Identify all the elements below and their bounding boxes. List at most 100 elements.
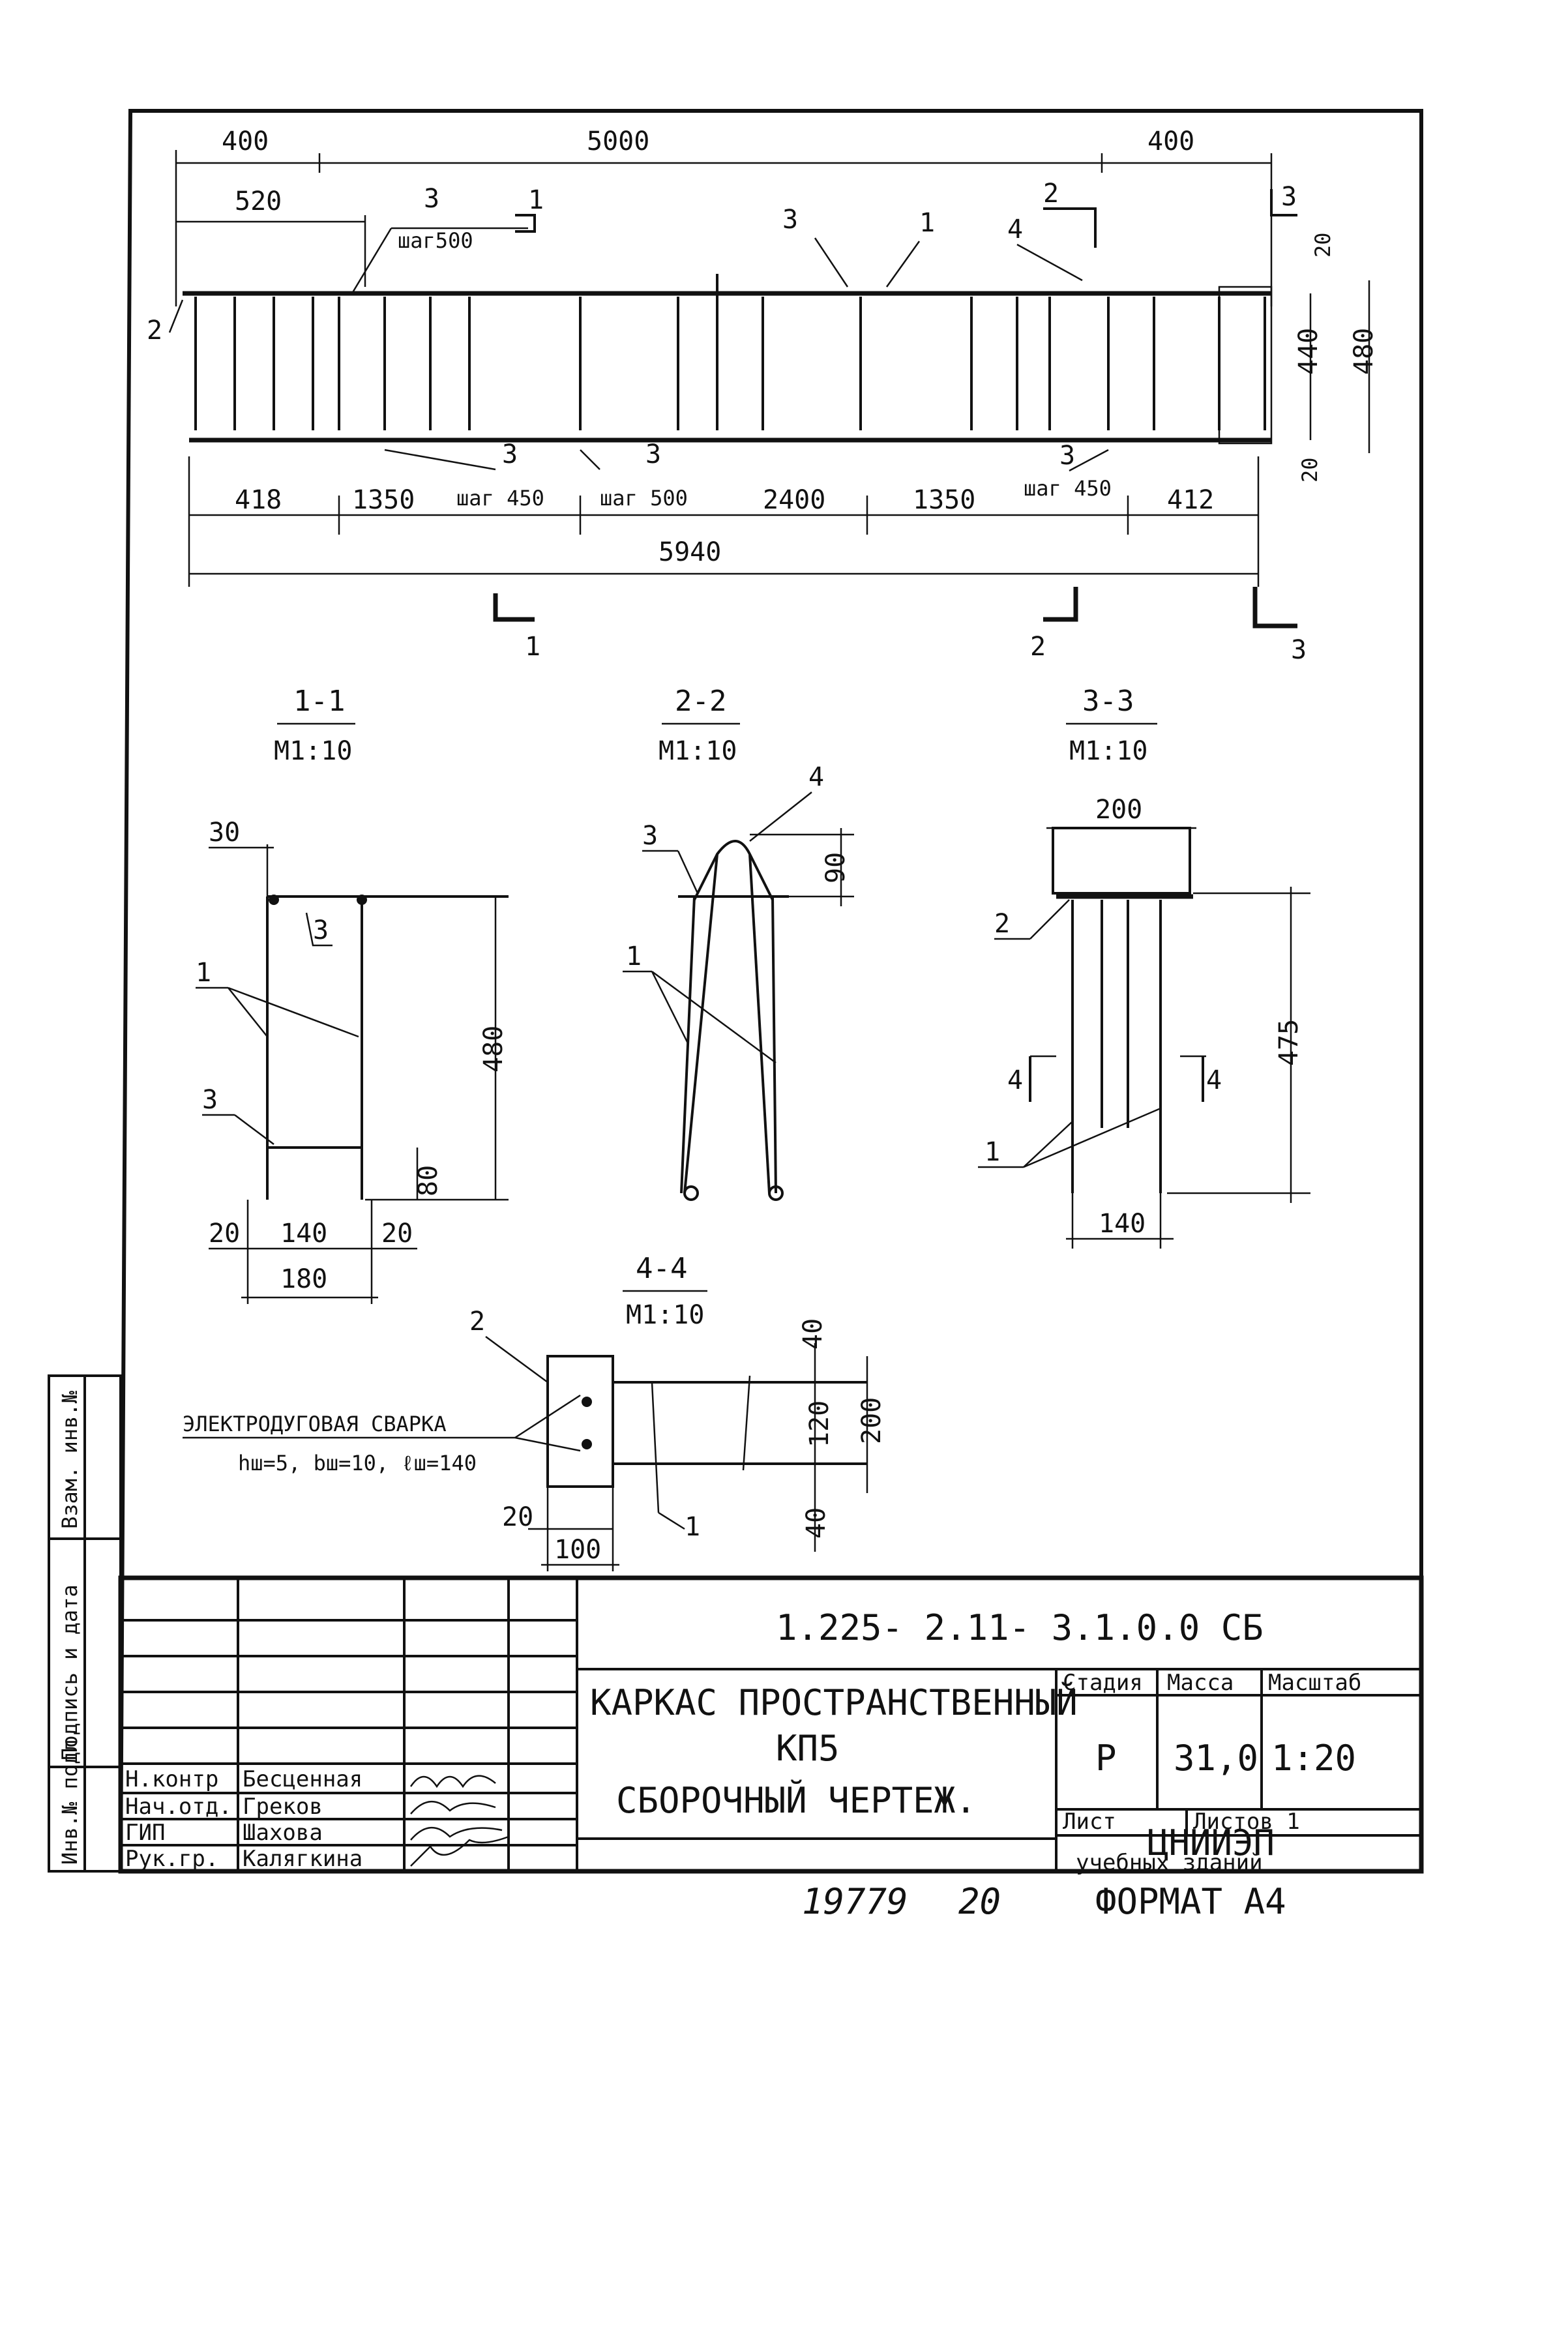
sheet-label: Лист <box>1063 1809 1116 1835</box>
cut-mark-1-top: 1 <box>528 185 544 215</box>
dim-20-bottom: 20 <box>1297 457 1322 482</box>
section-2-2: 2-2 M1:10 4 3 90 1 <box>623 685 854 1201</box>
cut-2: 2 <box>1030 632 1046 662</box>
title-block: 1.225- 2.11- 3.1.0.0 СБ КАРКАС ПРОСТРАНС… <box>118 1575 1424 1876</box>
s33-mark-2: 2 <box>994 909 1010 939</box>
org-line2: учебных зданий <box>1076 1850 1263 1876</box>
scale-value: 1:20 <box>1271 1738 1356 1779</box>
dim-top-left: 400 <box>222 126 269 156</box>
footer-format: ФОРМАТ А4 <box>1095 1881 1286 1922</box>
dim-b1: 418 <box>235 485 282 515</box>
section-2-2-title: 2-2 <box>675 685 726 718</box>
col-scale-label: Масштаб <box>1268 1670 1361 1696</box>
section-3-3: 3-3 M1:10 200 2 4 4 475 1 140 <box>978 685 1310 1249</box>
s11-d80: 80 <box>413 1165 443 1196</box>
s44-d100: 100 <box>554 1535 601 1565</box>
s11-d180: 180 <box>280 1264 327 1294</box>
role-1: Нач.отд. <box>125 1794 232 1820</box>
name-0: Бесценная <box>243 1766 362 1792</box>
stamp-inv: Инв.№ подл. <box>57 1727 82 1865</box>
s22-mark-3: 3 <box>642 821 658 851</box>
mark-3-right: 3 <box>1281 182 1297 212</box>
s44-mark-1: 1 <box>685 1512 700 1542</box>
dim-520: 520 <box>235 186 282 216</box>
s11-d20-left: 20 <box>209 1219 240 1249</box>
dim-b6: 1350 <box>913 485 975 515</box>
section-4-4-scale: M1:10 <box>626 1300 704 1330</box>
section-4-4-title: 4-4 <box>636 1252 687 1285</box>
dim-total: 5940 <box>658 537 721 567</box>
mark-3-low-c: 3 <box>1059 441 1075 471</box>
dim-b7: шаг 450 <box>1024 476 1112 501</box>
s11-mark-1: 1 <box>196 958 211 988</box>
mark-3-mid: 3 <box>782 205 798 235</box>
s33-mark-4-left: 4 <box>1007 1065 1023 1095</box>
section-3-3-title: 3-3 <box>1082 685 1134 718</box>
s44-d20: 20 <box>502 1502 533 1532</box>
plan-verticals <box>194 274 1266 430</box>
dim-b8: 412 <box>1167 485 1214 515</box>
mark-3-low-a: 3 <box>502 439 518 469</box>
mass-value: 31,0 <box>1174 1738 1258 1779</box>
doc-name-line1: КАРКАС ПРОСТРАНСТВЕННЫЙ <box>590 1682 1078 1723</box>
org-line1: ЦНИИЭП <box>1147 1822 1275 1863</box>
s11-mark-3-bot: 3 <box>202 1085 218 1115</box>
section-1-1-title: 1-1 <box>293 685 345 718</box>
stamp-vzam: Взам. инв.№ <box>57 1390 82 1529</box>
s33-d200: 200 <box>1095 795 1142 825</box>
s44-mark-2: 2 <box>469 1307 485 1337</box>
dim-b3: шаг 450 <box>456 486 544 511</box>
role-2: ГИП <box>125 1820 165 1846</box>
s22-mark-4: 4 <box>808 762 824 792</box>
section-3-3-scale: M1:10 <box>1069 736 1147 766</box>
section-4-4: 4-4 M1:10 2 ЭЛЕКТРОДУГОВАЯ СВАРКА hш=5, … <box>183 1252 887 1571</box>
s44-d120: 120 <box>805 1401 835 1447</box>
footer-page: 20 <box>958 1881 1001 1922</box>
dim-top-mid: 5000 <box>587 126 649 156</box>
mark-4-right: 4 <box>1007 215 1023 245</box>
col-mass-label: Масса <box>1167 1670 1234 1696</box>
s22-apex <box>693 840 774 900</box>
stage-value: Р <box>1095 1738 1117 1779</box>
doc-name-line2: КП5 <box>776 1728 840 1769</box>
role-0: Н.контр <box>125 1766 218 1792</box>
mark-3-low-b: 3 <box>645 439 661 469</box>
plan-view: 400 5000 400 520 3 шаг500 1 3 1 2 4 3 20… <box>147 126 1379 665</box>
doc-code: 1.225- 2.11- 3.1.0.0 СБ <box>776 1607 1264 1648</box>
s44-d40-top: 40 <box>798 1318 828 1350</box>
s44-d40-bottom: 40 <box>801 1507 831 1539</box>
s22-d90: 90 <box>821 852 851 883</box>
mark-1-mid: 1 <box>919 208 935 238</box>
s44-d200: 200 <box>857 1397 887 1444</box>
doc-name-line3: СБОРОЧНЫЙ ЧЕРТЕЖ. <box>616 1780 977 1821</box>
dim-440: 440 <box>1294 328 1324 375</box>
s11-d140: 140 <box>280 1219 327 1249</box>
dim-b2: 1350 <box>352 485 415 515</box>
weld-note-line1: ЭЛЕКТРОДУГОВАЯ СВАРКА <box>183 1412 447 1436</box>
footer-number: 19779 <box>802 1881 908 1922</box>
dim-b4: шаг 500 <box>600 486 688 511</box>
name-2: Шахова <box>243 1820 323 1846</box>
section-2-2-scale: M1:10 <box>658 736 737 766</box>
s33-d140: 140 <box>1099 1209 1146 1239</box>
name-1: Греков <box>243 1794 323 1820</box>
dim-top-right: 400 <box>1147 126 1194 156</box>
mark-3-top-a: 3 <box>424 184 439 214</box>
section-1-1-scale: M1:10 <box>274 736 352 766</box>
dim-b5: 2400 <box>763 485 825 515</box>
s33-mark-1: 1 <box>984 1137 1000 1167</box>
dim-480: 480 <box>1349 328 1379 375</box>
cut-1: 1 <box>525 632 540 662</box>
dim-20-top: 20 <box>1310 232 1335 258</box>
cut-3: 3 <box>1291 635 1307 665</box>
name-3: Калягкина <box>243 1846 362 1872</box>
role-3: Рук.гр. <box>125 1846 218 1872</box>
signatures <box>409 1775 509 1867</box>
s22-mark-1: 1 <box>626 941 642 971</box>
s11-d20-right: 20 <box>381 1219 413 1249</box>
weld-note-line2: hш=5, bш=10, ℓш=140 <box>238 1451 477 1475</box>
s33-d475: 475 <box>1274 1019 1304 1066</box>
s33-mark-4-right: 4 <box>1206 1065 1222 1095</box>
